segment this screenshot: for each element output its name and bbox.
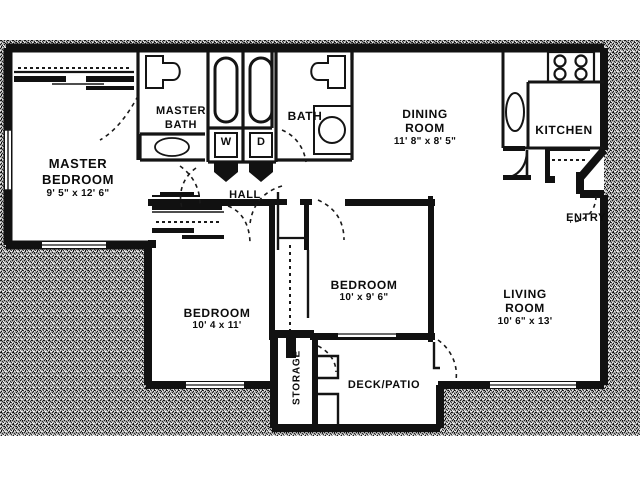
patio-door-arc: [437, 339, 458, 381]
master-bath-vanity: [154, 137, 190, 157]
bath-vanity: [313, 105, 353, 155]
living-room-walls: [428, 196, 576, 388]
master-bedroom-closet: [14, 67, 134, 90]
kitchen-sink: [505, 92, 525, 132]
hall-closet: [269, 192, 312, 340]
bath-door: [281, 129, 307, 163]
bedroom2-closet: [152, 192, 224, 239]
storage-door-arc: [317, 345, 337, 373]
master-bath-door: [179, 165, 201, 205]
bedroom2-door: [227, 205, 251, 245]
master-bedroom-door: [99, 95, 139, 141]
wall-stubs: [148, 240, 314, 358]
bedroom2-top-wall: [148, 199, 274, 206]
deck-railing: [312, 336, 318, 428]
bedroom2-window: [186, 382, 244, 388]
entry-door: [545, 148, 597, 223]
hall-door-arc: [179, 167, 283, 225]
washer-box: [214, 132, 238, 158]
dryer-box: [249, 132, 273, 158]
laundry-bifold-doors: [214, 162, 273, 182]
linen-closet-left: [213, 56, 239, 124]
kitchen-door: [502, 146, 531, 180]
master-bedroom-window-south: [42, 242, 106, 248]
bedroom3-door: [317, 199, 345, 241]
kitchen-range: [546, 50, 596, 84]
bath-toilet: [310, 55, 346, 89]
master-bath-toilet: [145, 55, 181, 89]
master-bedroom-window: [4, 129, 12, 191]
linen-closet-right: [248, 56, 274, 124]
